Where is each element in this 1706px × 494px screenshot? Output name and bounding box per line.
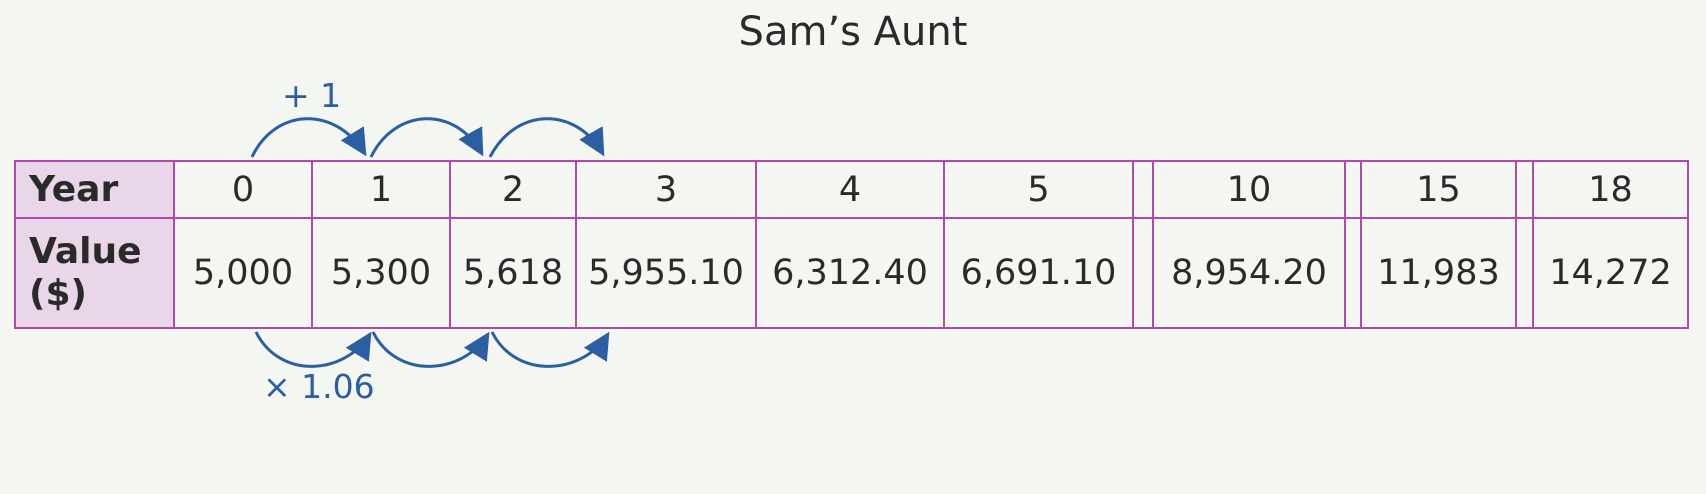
bottom-arrow-1-2 bbox=[371, 331, 490, 368]
bottom-arrow-2-3 bbox=[490, 331, 610, 368]
gap-cell bbox=[1344, 217, 1362, 329]
top-arrow-2-3 bbox=[488, 117, 605, 158]
gap-cell bbox=[1344, 160, 1362, 219]
year-cell: 18 bbox=[1532, 160, 1689, 219]
value-cell: 8,954.20 bbox=[1152, 217, 1346, 329]
year-cell: 2 bbox=[449, 160, 577, 219]
value-cell: 5,955.10 bbox=[575, 217, 757, 329]
year-cell: 3 bbox=[575, 160, 757, 219]
year-cell: 4 bbox=[755, 160, 945, 219]
bottom-arrow-0-1 bbox=[254, 331, 372, 368]
top-arrow-0-1 bbox=[250, 117, 367, 158]
year-cell: 1 bbox=[311, 160, 451, 219]
value-cell: 14,272 bbox=[1532, 217, 1689, 329]
gap-cell bbox=[1132, 160, 1154, 219]
year-cell: 5 bbox=[943, 160, 1134, 219]
gap-cell bbox=[1132, 217, 1154, 329]
plus-one-label: + 1 bbox=[282, 76, 342, 115]
top-arrow-1-2 bbox=[369, 117, 484, 158]
year-cell: 10 bbox=[1152, 160, 1346, 219]
year-row: Year 0 1 2 3 4 5 10 15 18 bbox=[14, 160, 1689, 219]
value-row: Value ($) 5,000 5,300 5,618 5,955.10 6,3… bbox=[14, 217, 1689, 329]
row-header-value: Value ($) bbox=[14, 217, 175, 329]
value-cell: 5,000 bbox=[173, 217, 313, 329]
year-cell: 15 bbox=[1360, 160, 1517, 219]
year-cell: 0 bbox=[173, 160, 313, 219]
value-cell: 6,312.40 bbox=[755, 217, 945, 329]
gap-cell bbox=[1515, 160, 1534, 219]
value-cell: 6,691.10 bbox=[943, 217, 1134, 329]
page-title: Sam’s Aunt bbox=[738, 9, 968, 55]
row-header-year: Year bbox=[14, 160, 175, 219]
value-cell: 5,618 bbox=[449, 217, 577, 329]
value-table: Year 0 1 2 3 4 5 10 15 18 Value ($) 5,00… bbox=[14, 160, 1689, 329]
times-factor-label: × 1.06 bbox=[263, 367, 375, 406]
gap-cell bbox=[1515, 217, 1534, 329]
value-cell: 11,983 bbox=[1360, 217, 1517, 329]
value-cell: 5,300 bbox=[311, 217, 451, 329]
